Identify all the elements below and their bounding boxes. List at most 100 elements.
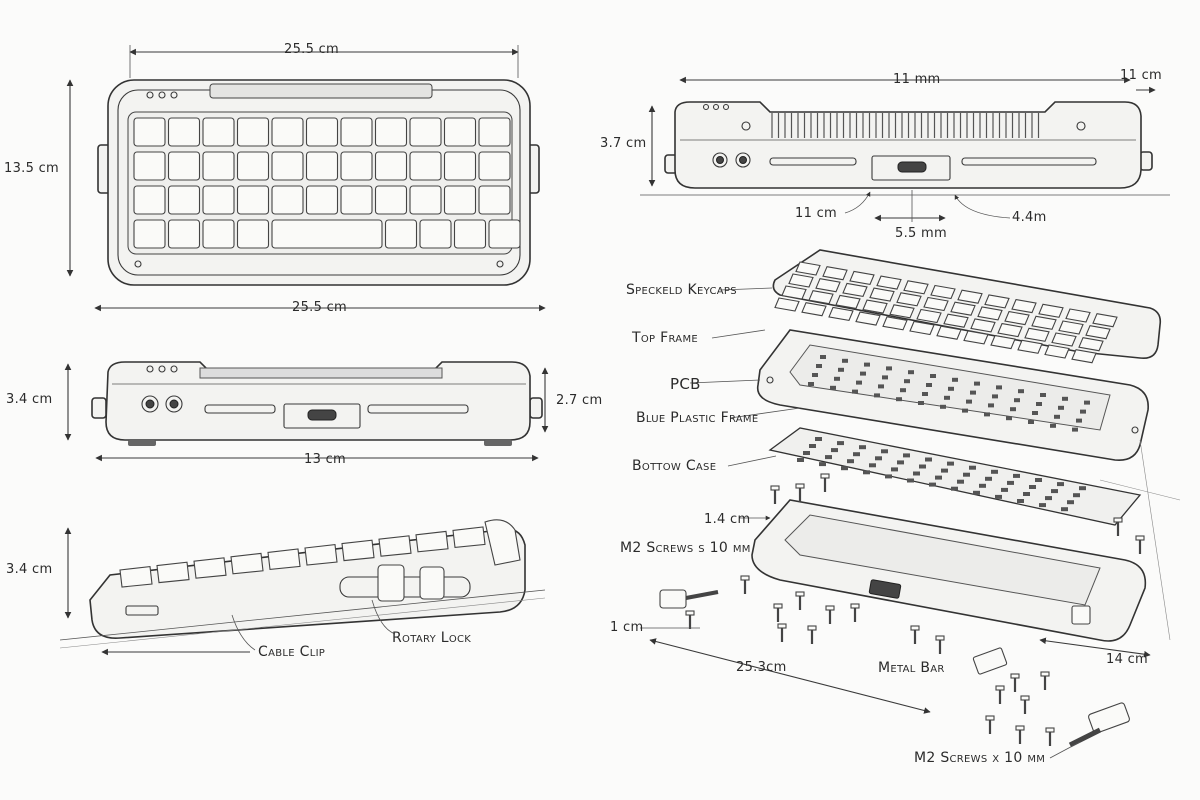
keycap [1004,310,1030,326]
rear-top-right: 11 cm [1120,68,1162,83]
rear-bottom-left: 11 cm [795,206,837,221]
keycap [341,539,375,562]
keycap [869,287,895,302]
rear-grille [771,113,1040,138]
exploded-keycaps [772,249,1162,364]
keycap [202,151,235,181]
rear-height: 3.7 cm [600,136,647,151]
keycap [916,308,942,324]
keycap [822,266,848,281]
keycap [340,117,373,147]
top-view-keys [133,117,521,249]
keycap [236,117,270,147]
screws-top-label: M2 Screws s 10 mm [620,540,751,556]
keycap [882,316,908,331]
keycap [202,117,235,147]
rotary-lock [339,564,471,602]
keycap [340,151,373,181]
top-width-dim: 25.5 cm [284,42,339,57]
keycap [923,296,949,312]
keycap [990,334,1016,350]
pcb-label: PCB [670,375,701,393]
dim-25-3cm: 25.3cm [736,660,787,675]
keycap [936,325,962,340]
keycap [963,330,989,345]
keycap [374,151,408,181]
bottom-case-label: Bottow Case [632,458,717,474]
keycap [1017,339,1043,354]
keycap [909,320,935,336]
keycap [271,219,383,249]
keycap [167,185,201,215]
keycap [1024,327,1050,342]
keycap [1044,344,1070,359]
keycap [1031,315,1057,330]
keycap [193,557,227,579]
keycap [119,565,153,588]
keycap [409,151,442,181]
keycap [167,117,201,147]
keycap [202,185,235,215]
keycap [876,275,902,290]
keycap [167,151,201,181]
keycap [305,151,339,181]
keycap [774,297,800,312]
keycap [133,219,166,249]
keycap [1085,325,1111,340]
keycap [409,117,442,147]
keycap [452,526,486,549]
side-height: 3.4 cm [6,562,53,577]
top-view-dimensions [66,45,546,312]
keycap [340,185,373,215]
keycap [415,530,449,553]
usb-port-icon [283,403,361,429]
keycap [443,185,477,215]
keycap [267,548,301,571]
keycap [943,313,969,328]
cable-clip-label: Cable Clip [258,644,326,660]
dim-1-4cm: 1.4 cm [704,512,751,527]
keycap [236,151,270,181]
screw-icon [685,473,1145,746]
top-frame-label: Top Frame [632,330,698,346]
blue-frame-label: Blue Plastic Frame [636,410,759,426]
exploded-top-frame [756,329,1149,462]
keycap [862,299,888,314]
keycap [271,151,304,181]
keycap [478,185,511,215]
rear-port-width: 5.5 mm [895,226,947,241]
keycap [271,185,304,215]
keycap [896,292,922,307]
keycap [478,151,511,181]
keycap [305,117,339,147]
keycap [378,535,412,557]
bottom-width-dim: 25.5 cm [292,300,347,315]
keycap [997,322,1023,338]
keycap [855,311,881,326]
keycap [374,117,408,147]
rear-view-keyboard [640,101,1170,196]
front-view-dimensions [64,363,549,462]
keycap [133,117,166,147]
keycap [236,219,270,249]
keycap [156,561,190,584]
keycap [970,318,996,333]
side-view-dimensions [64,527,396,656]
metal-bar-label: Metal Bar [878,660,945,676]
keycap [930,284,956,300]
keycap [977,306,1003,321]
front-view-keyboard [91,361,543,446]
keycap [781,285,807,300]
keycap [1092,313,1118,328]
keycap [849,270,875,286]
keycap [957,289,983,304]
keycap [889,304,915,319]
keycap [374,185,408,215]
keycap [488,219,521,249]
keycap [1065,308,1091,323]
keycap [453,219,487,249]
keycap [443,151,477,181]
screws-bottom-label: M2 Screws x 10 mm [914,750,1046,766]
keycap [271,117,304,147]
